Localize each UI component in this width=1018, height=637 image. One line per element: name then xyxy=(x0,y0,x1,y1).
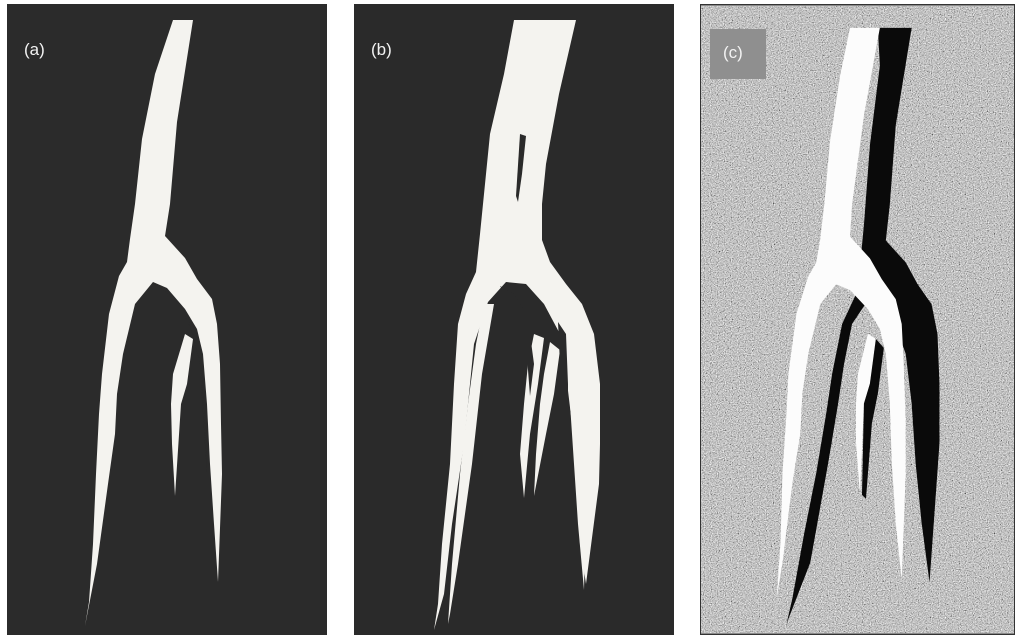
panel-c: (c) xyxy=(700,4,1015,635)
vessel-trunk xyxy=(85,20,222,626)
panel-label-a: (a) xyxy=(24,40,45,60)
vessel-tree-c xyxy=(701,5,1014,634)
panel-label-c: (c) xyxy=(723,43,743,63)
vessel-tree-b xyxy=(354,4,674,635)
panel-b: (b) xyxy=(354,4,674,635)
panel-label-b: (b) xyxy=(371,40,392,60)
vessel-inner-branch xyxy=(171,334,193,496)
vessel-gap xyxy=(500,286,534,396)
vessel-tree-a xyxy=(7,4,327,635)
panel-a: (a) xyxy=(7,4,327,635)
